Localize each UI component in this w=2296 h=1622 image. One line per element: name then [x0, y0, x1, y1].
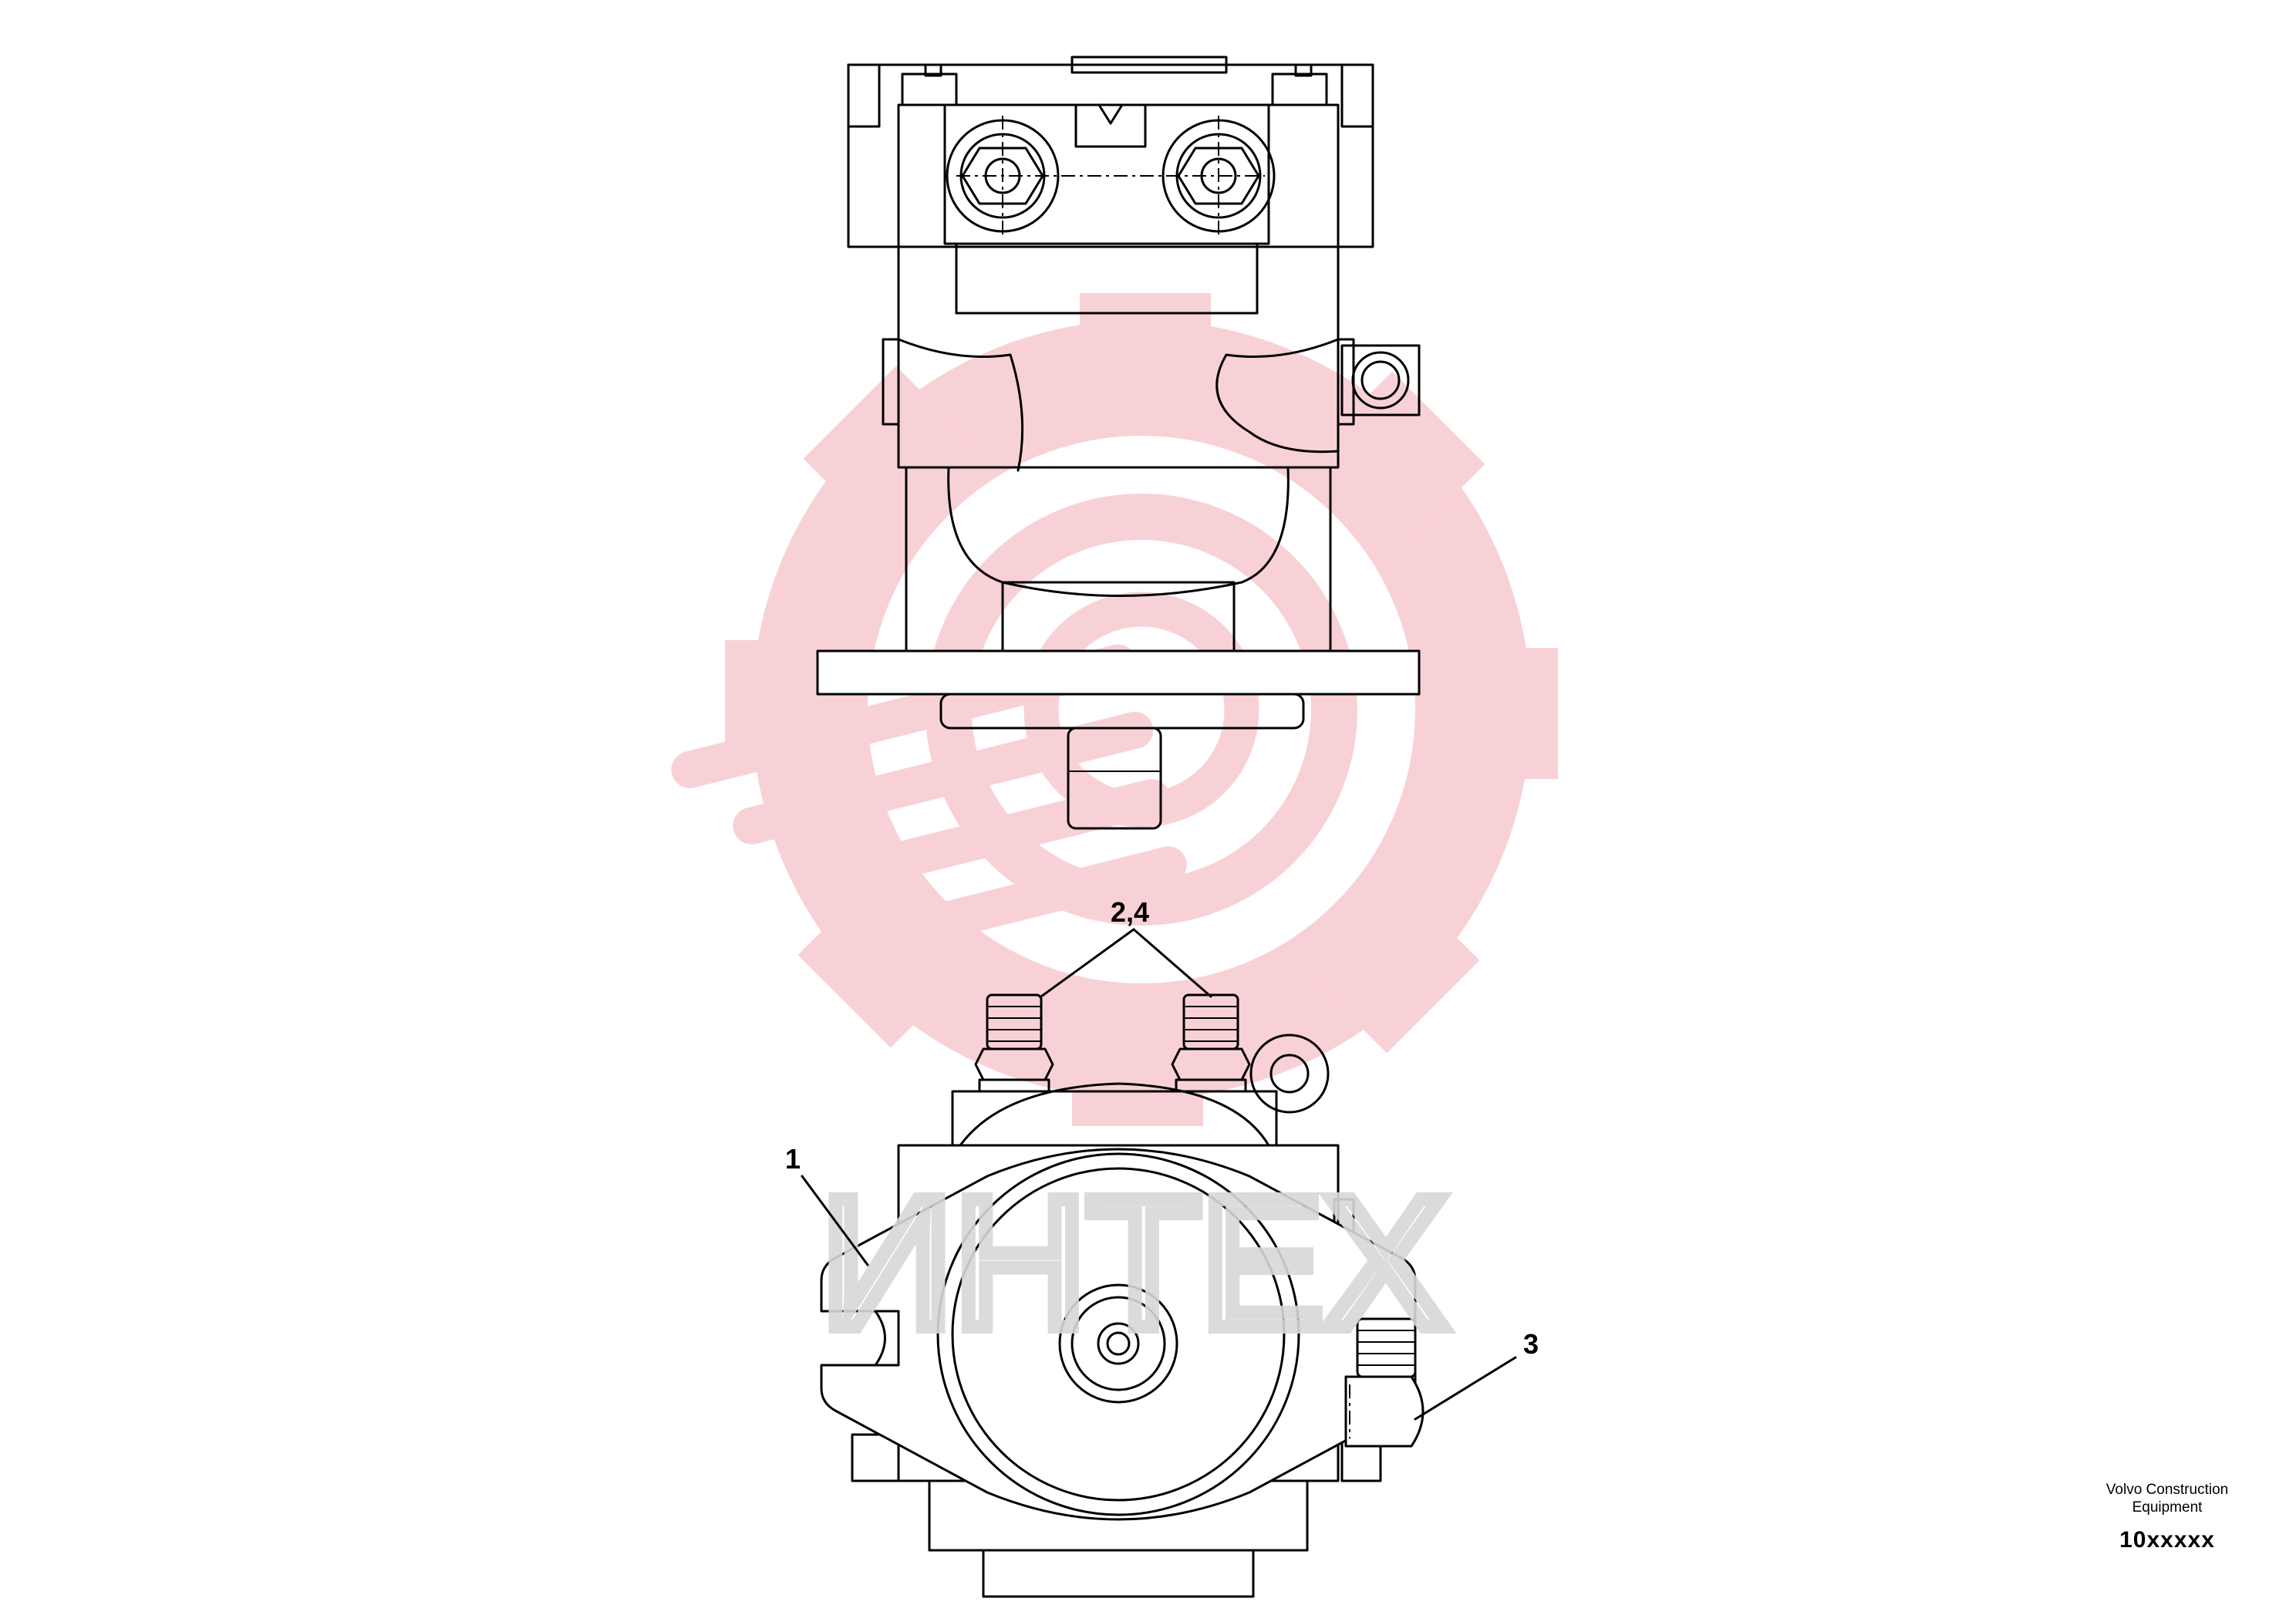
manufacturer-line-2: Equipment — [2132, 1499, 2203, 1516]
callout-2-4: 2,4 — [1111, 896, 1149, 928]
main-disk — [936, 1152, 1300, 1516]
callout-3: 3 — [1523, 1328, 1539, 1360]
drawing-code: 10xxxxx — [2119, 1527, 2215, 1553]
drawing-info-block: Volvo Construction Equipment 10xxxxx — [2082, 1481, 2252, 1553]
manufacturer-line-1: Volvo Construction — [2106, 1482, 2229, 1498]
watermark-text: ИНТЕХ — [821, 1159, 1448, 1366]
motor-end-view — [820, 993, 1424, 1598]
callout-1: 1 — [785, 1143, 801, 1175]
motor-side-view — [816, 56, 1421, 830]
watermark-gear-logo — [671, 293, 1558, 1126]
leader-lines — [801, 928, 1517, 1421]
